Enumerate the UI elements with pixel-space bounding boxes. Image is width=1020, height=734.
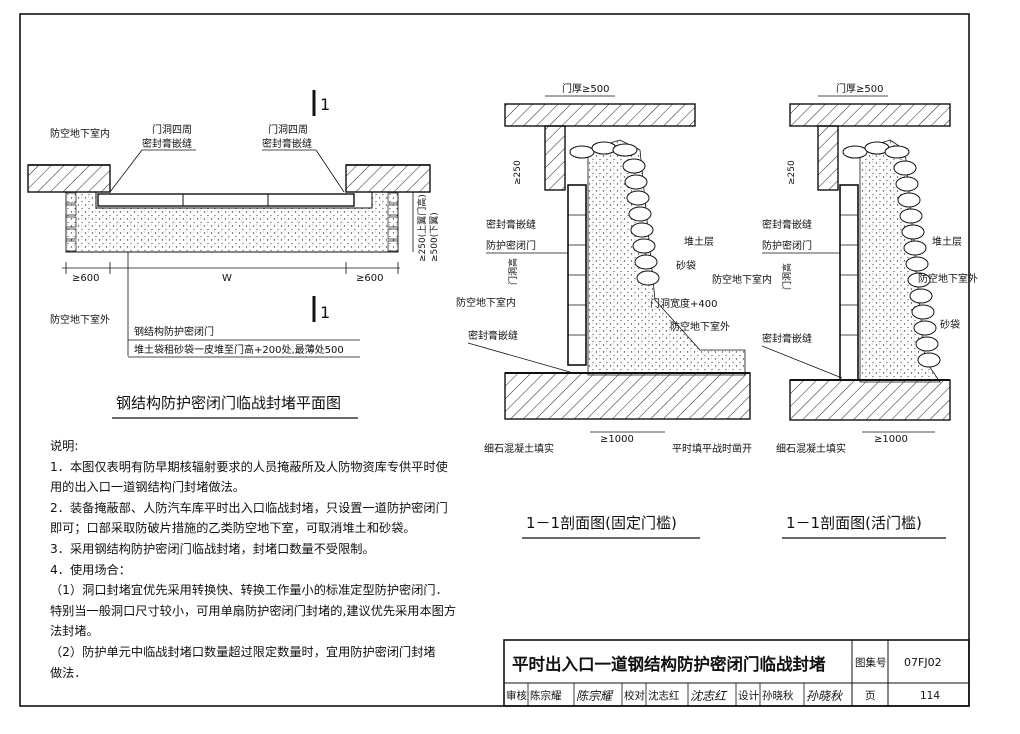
section-movable-seal-top: 密封膏嵌缝 (762, 218, 812, 231)
section-movable-door-height: 门洞高 (781, 263, 793, 290)
note-line: 3．采用钢结构防护密闭门临战封堵，封堵口数量不受限制。 (50, 541, 375, 556)
section-fixed-dim-250: ≥250 (513, 160, 523, 185)
plan-callout-1: 钢结构防护密闭门 (134, 325, 214, 338)
titleblock-designer: 孙晓秋 (762, 689, 794, 702)
section-fixed-soil-label: 堆土层 (684, 235, 714, 248)
section-fixed-soil (587, 139, 746, 376)
plan-cut-mark-bottom: 1 (320, 303, 330, 322)
plan-cut-mark-top: 1 (320, 95, 330, 114)
titleblock-design-label: 设计 (738, 689, 759, 702)
section-fixed-title: 1－1剖面图(固定门槛) (526, 514, 677, 532)
titleblock-title: 平时出入口一道钢结构防护密闭门临战封堵 (512, 654, 826, 674)
section-fixed-outside: 防空地下室外 (670, 320, 730, 333)
section-movable: 门厚≥500 ≥250 密封膏嵌缝 防护密闭门 门洞高 防空地下室内 密封膏嵌缝… (712, 82, 978, 539)
plan-dim-vertical-2: ≥500(下翼) (429, 212, 440, 262)
section-fixed-door-height: 门洞高 (507, 258, 519, 285)
section-fixed-seal-top: 密封膏嵌缝 (486, 218, 536, 231)
note-line: 4．使用场合： (50, 562, 131, 577)
section-movable-dim-250: ≥250 (787, 160, 797, 185)
section-movable-door (839, 184, 859, 381)
plan-dim-vertical-1: ≥250(上翼门高) (416, 194, 428, 262)
titleblock-reviewer-signature: 陈宗耀 (576, 689, 614, 703)
note-line: 特别当一般洞口尺寸较小，可用单扇防护密闭门封堵的,建议优先采用本图方 (50, 603, 457, 618)
plan-view: 1 1 防空地下室内 防空地下室外 门洞四周 密封膏嵌缝 门洞四周 密封膏嵌缝 … (27, 90, 440, 419)
note-line: 1．本图仅表明有防早期核辐射要求的人员掩蔽所及人防物资库专供平时使 (50, 459, 448, 474)
section-movable-title: 1－1剖面图(活门槛) (786, 514, 922, 532)
section-fixed-inside: 防空地下室内 (456, 296, 516, 309)
section-fixed-fill-note: 平时填平战时凿开 (672, 442, 752, 455)
section-fixed-sandbag-label: 砂袋 (676, 259, 696, 272)
section-movable-seal-bottom: 密封膏嵌缝 (762, 332, 812, 345)
note-line: （2）防护单元中临战封堵口数量超过限定数量时，宜用防护密闭门封堵 (50, 644, 436, 659)
titleblock-atlas-label: 图集号 (855, 656, 887, 669)
titleblock-atlas-no: 07FJ02 (904, 656, 942, 669)
plan-dim-width: W (222, 273, 232, 284)
plan-label-inside: 防空地下室内 (50, 127, 110, 140)
note-line: 即可；口部采取防破片措施的乙类防空地下室，可取消堆土和砂袋。 (50, 521, 416, 536)
section-movable-door-thickness: 门厚≥500 (836, 82, 883, 95)
section-movable-concrete: 细石混凝土填实 (776, 442, 846, 455)
plan-title: 钢结构防护密闭门临战封堵平面图 (116, 394, 341, 412)
note-line: 2．装备掩蔽部、人防汽车库平时出入口临战封堵，只设置一道防护密闭门 (50, 500, 448, 515)
section-movable-outside: 防空地下室外 (918, 272, 978, 285)
plan-wall-right (345, 164, 431, 193)
plan-seal-left-2: 密封膏嵌缝 (142, 137, 192, 150)
section-fixed-dim-1000: ≥1000 (600, 434, 634, 445)
titleblock-check-label: 校对 (624, 689, 645, 702)
section-fixed-door-thickness: 门厚≥500 (562, 82, 609, 95)
plan-dim-left: ≥600 (72, 273, 99, 284)
notes-heading: 说明: (50, 439, 79, 453)
note-line: （1）洞口封堵宜优先采用转换快、转换工作量小的标准定型防护密闭门． (50, 583, 448, 598)
section-movable-inside: 防空地下室内 (712, 273, 772, 286)
section-fixed: 门厚≥500 ≥250 密封膏嵌缝 防护密闭门 门洞高 防空地下室内 密封膏嵌缝… (456, 82, 752, 539)
section-fixed-door-label: 防护密闭门 (486, 239, 536, 252)
title-block: 平时出入口一道钢结构防护密闭门临战封堵 图集号 07FJ02 审核 陈宗耀 陈宗… (503, 639, 970, 707)
section-movable-door-label: 防护密闭门 (762, 239, 812, 252)
section-movable-soil-label: 堆土层 (932, 235, 962, 248)
titleblock-checker: 沈志红 (648, 689, 680, 702)
plan-wall-left (27, 164, 111, 193)
note-line: 用的出入口一道钢结构门封堵做法。 (50, 480, 245, 495)
titleblock-reviewer: 陈宗耀 (530, 689, 562, 702)
plan-sandbag-pile (65, 191, 399, 253)
section-movable-dim-1000: ≥1000 (874, 434, 908, 445)
plan-seal-left-1: 门洞四周 (152, 123, 192, 136)
plan-label-outside: 防空地下室外 (50, 313, 110, 326)
section-fixed-seal-bottom: 密封膏嵌缝 (468, 329, 518, 342)
plan-steel-door (97, 193, 355, 207)
sheet-border (19, 13, 970, 707)
section-fixed-concrete: 细石混凝土填实 (484, 442, 554, 455)
titleblock-page-no: 114 (920, 690, 940, 702)
titleblock-page-label: 页 (865, 690, 876, 702)
note-line: 法封堵。 (50, 624, 99, 639)
section-movable-sandbag-label: 砂袋 (940, 318, 960, 331)
titleblock-designer-signature: 孙晓秋 (806, 689, 844, 703)
note-line: 做法． (50, 665, 87, 680)
plan-seal-right-2: 密封膏嵌缝 (262, 137, 312, 150)
titleblock-checker-signature: 沈志红 (690, 689, 728, 703)
notes-block: 说明: 1．本图仅表明有防早期核辐射要求的人员掩蔽所及人防物资库专供平时使 用的… (50, 436, 470, 683)
section-fixed-width-note: 门洞宽度+400 (650, 297, 717, 310)
titleblock-review-label: 审核 (506, 689, 527, 702)
plan-callout-2: 堆土袋租砂袋一皮堆至门高+200处,最薄处500 (134, 343, 344, 356)
plan-seal-right-1: 门洞四周 (268, 123, 308, 136)
plan-dim-right: ≥600 (356, 273, 383, 284)
